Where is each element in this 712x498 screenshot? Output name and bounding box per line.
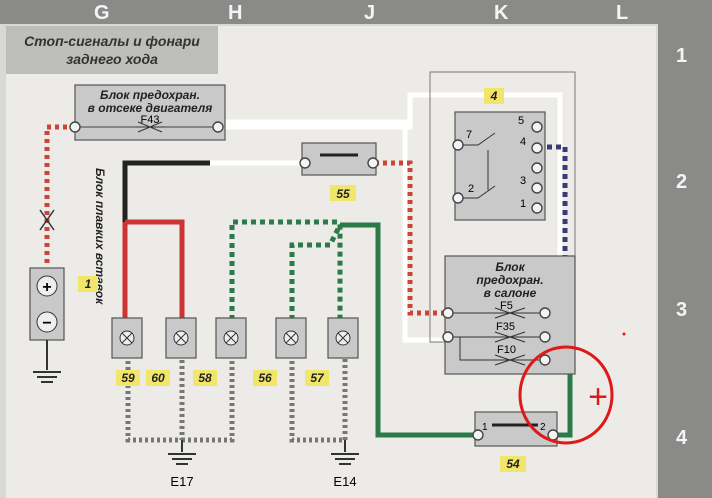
- switch-54-tag: 54: [506, 457, 520, 471]
- red-circle-annotation: +: [518, 332, 626, 445]
- ground-e14-label: E14: [333, 474, 356, 489]
- fuse-f43-label: F43: [141, 114, 160, 126]
- pin-7: 7: [466, 129, 472, 141]
- battery-plus: +: [42, 279, 51, 296]
- engine-fuse-box: Блок предохран. в отсеке двигателя F43: [69, 84, 226, 141]
- title-line2: заднего хода: [66, 51, 158, 67]
- row-2: 2: [676, 171, 687, 193]
- switch-54-pin-1: 1: [482, 422, 488, 433]
- pin-5: 5: [518, 115, 524, 127]
- fusible-link-icon: [39, 209, 55, 231]
- cabin-fuse-box: Блок предохран. в салоне F5 F35 F10: [442, 255, 576, 375]
- lamp-60: 60: [146, 317, 197, 386]
- fuse-icon: [135, 121, 165, 133]
- lamp-59-tag: 59: [121, 371, 135, 385]
- ground-icon: [33, 340, 61, 383]
- column-g: G: [94, 2, 110, 24]
- row-header-bar: [658, 24, 712, 498]
- relay-55: 55: [299, 142, 379, 201]
- engine-fuse-box-label1: Блок предохран.: [100, 88, 200, 102]
- cabin-fuse-box-label3: в салоне: [484, 286, 537, 300]
- switch-54: 1 2 54: [472, 411, 559, 472]
- battery-tag: 1: [85, 277, 92, 291]
- column-j: J: [364, 2, 375, 24]
- lamp-57-tag: 57: [310, 371, 325, 385]
- lamp-58-tag: 58: [198, 371, 212, 385]
- column-h: H: [228, 2, 242, 24]
- lamp-60-tag: 60: [151, 371, 165, 385]
- row-1: 1: [676, 45, 687, 67]
- cabin-fuse-box-label2: предохран.: [476, 273, 543, 287]
- engine-fuse-box-label2: в отсеке двигателя: [88, 101, 213, 115]
- lamp-58: 58: [193, 317, 247, 386]
- battery-minus: −: [42, 315, 51, 332]
- column-k: K: [494, 2, 509, 24]
- fuse-f10-label: F10: [497, 344, 516, 356]
- column-header-bar: [0, 0, 712, 24]
- lamp-57: 57: [305, 317, 359, 386]
- pin-3: 3: [520, 175, 526, 187]
- ground-e17-label: E17: [170, 474, 193, 489]
- lamp-56: 56: [253, 317, 307, 386]
- switch-54-pin-2: 2: [540, 422, 546, 433]
- row-4: 4: [676, 427, 688, 449]
- plus-mark: +: [588, 378, 608, 416]
- pin-2: 2: [468, 183, 474, 195]
- column-l: L: [616, 2, 628, 24]
- pin-4: 4: [520, 136, 526, 148]
- fuse-f5-label: F5: [500, 300, 513, 312]
- pin-1: 1: [520, 198, 526, 210]
- lamps: 59 60 58 56 57: [111, 317, 359, 386]
- relay-55-tag: 55: [336, 187, 350, 201]
- fusible-links-label: Блок плавких вставок: [93, 168, 107, 305]
- title-box: [6, 26, 218, 74]
- lamp-56-tag: 56: [258, 371, 272, 385]
- fuse-f35-label: F35: [496, 321, 515, 333]
- switch-4-tag: 4: [490, 89, 498, 103]
- ground-e14: E14: [331, 440, 359, 489]
- ground-e17: E17: [168, 440, 196, 489]
- battery: + − 1: [29, 267, 98, 383]
- cabin-fuse-box-label1: Блок: [495, 260, 525, 274]
- lamp-59: 59: [111, 317, 143, 386]
- switch-4: 4 7 5 4 2 3 1: [429, 71, 576, 343]
- title-line1: Стоп-сигналы и фонари: [24, 33, 200, 49]
- row-3: 3: [676, 299, 687, 321]
